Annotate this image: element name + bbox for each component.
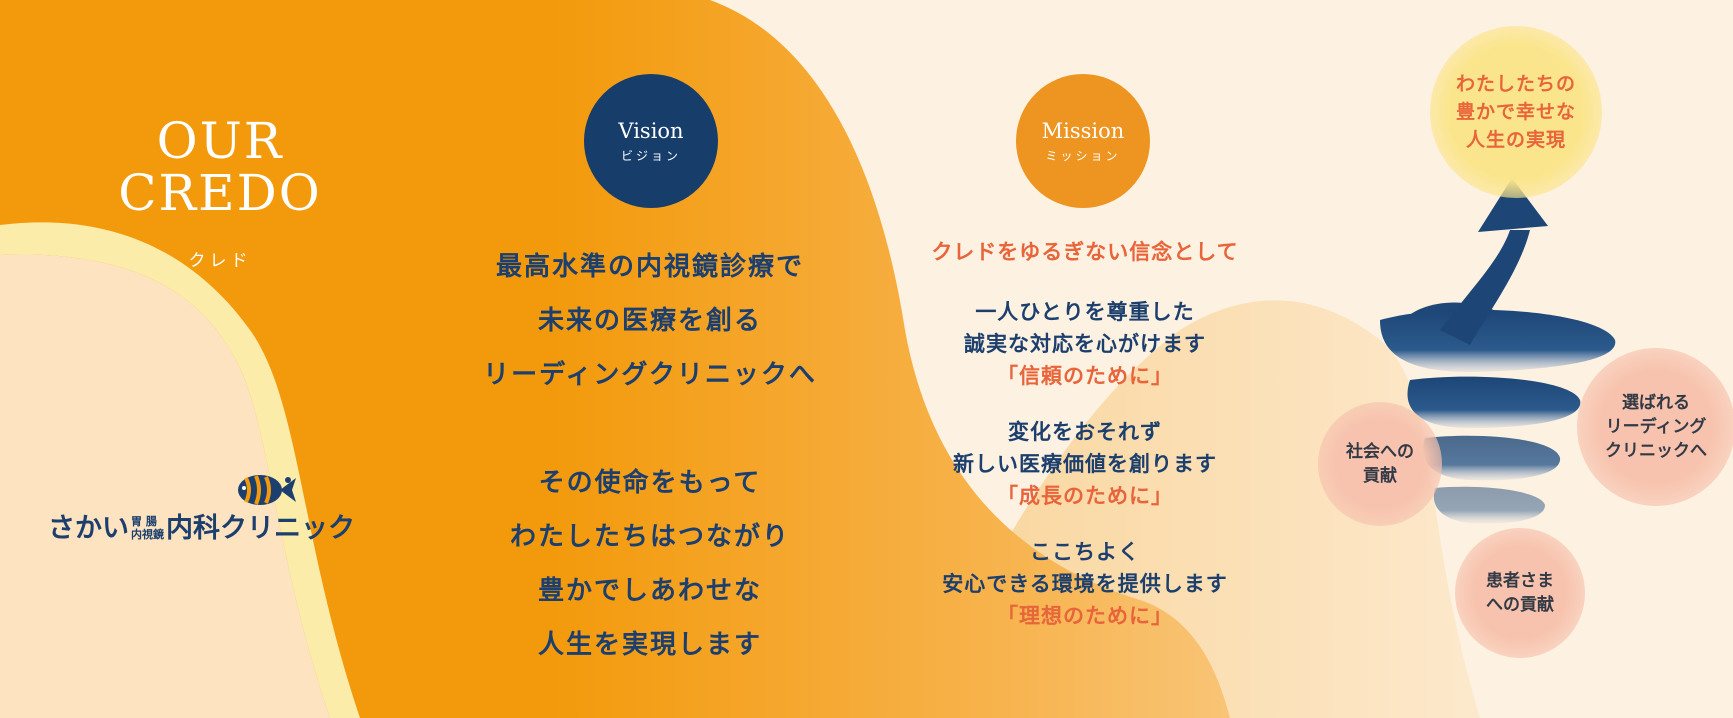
leading-line1: 選ばれる: [1622, 393, 1690, 413]
mission-item-line2: 安心できる環境を提供します: [942, 572, 1228, 596]
mission-badge: Mission ミッション: [1016, 74, 1150, 208]
vision-badge-ja: ビジョン: [620, 148, 681, 163]
spiral-up-arrow-icon: [1380, 178, 1616, 524]
vision-line: 人生を実現します: [537, 630, 762, 660]
mission-badge-ja: ミッション: [1045, 148, 1121, 163]
fish-icon: [238, 475, 296, 505]
clinic-logo: さかい 胃 腸 内視鏡 内科クリニック: [48, 470, 388, 560]
credo-title-line2: CREDO: [118, 164, 322, 222]
mission-item-tag: 「理想のために」: [997, 604, 1173, 628]
credo-subtitle: クレド: [188, 251, 252, 271]
leading-line2: リーディング: [1605, 417, 1707, 437]
clinic-name-stack: 胃 腸 内視鏡: [131, 515, 164, 541]
vision-badge: Vision ビジョン: [584, 74, 718, 208]
mission-item: ここちよく 安心できる環境を提供します 「理想のために」: [900, 536, 1270, 632]
mission-statement: クレドをゆるぎない信念として 一人ひとりを尊重した 誠実な対応を心がけます 「信…: [900, 236, 1270, 656]
mission-item-line1: ここちよく: [1030, 540, 1140, 564]
patient-line2: への貢献: [1486, 595, 1554, 615]
mission-item-line1: 一人ひとりを尊重した: [975, 300, 1195, 324]
vision-line-spacer: [440, 402, 860, 456]
goal-circle: わたしたちの 豊かで幸せな 人生の実現: [1430, 26, 1602, 198]
mission-item: 一人ひとりを尊重した 誠実な対応を心がけます 「信頼のために」: [900, 296, 1270, 392]
mission-item: 変化をおそれず 新しい医療価値を創ります 「成長のために」: [900, 416, 1270, 512]
leading-clinic-circle: 選ばれる リーディング クリニックへ: [1577, 348, 1733, 506]
mission-item-line1: 変化をおそれず: [1008, 420, 1162, 444]
vision-line: 未来の医療を創る: [537, 306, 762, 336]
mission-item-line2: 誠実な対応を心がけます: [964, 332, 1206, 356]
patient-line1: 患者さま: [1486, 571, 1554, 591]
society-contribution-circle: 社会への 貢献: [1318, 402, 1442, 526]
vision-line: わたしたちはつながり: [509, 522, 790, 552]
mission-lead: クレドをゆるぎない信念として: [931, 240, 1239, 264]
mission-badge-en: Mission: [1041, 118, 1125, 143]
clinic-name-stack-bottom: 内視鏡: [131, 528, 164, 541]
patient-contribution-circle: 患者さま への貢献: [1455, 528, 1585, 658]
goal-line3: 人生の実現: [1465, 129, 1566, 151]
clinic-name: さかい 胃 腸 内視鏡 内科クリニック: [48, 514, 355, 544]
goal-line1: わたしたちの: [1455, 73, 1576, 95]
vision-line: 最高水準の内視鏡診療で: [495, 252, 804, 282]
mission-item-tag: 「信頼のために」: [997, 364, 1173, 388]
society-line1: 社会への: [1346, 442, 1414, 462]
leading-line3: クリニックへ: [1605, 441, 1707, 461]
clinic-name-part1: さかい: [48, 513, 129, 544]
vision-line: リーディングクリニックへ: [483, 360, 817, 390]
vision-statement: 最高水準の内視鏡診療で 未来の医療を創る リーディングクリニックへ その使命をも…: [440, 240, 860, 672]
mission-item-line2: 新しい医療価値を創ります: [953, 452, 1217, 476]
credo-title: OUR CREDO: [70, 115, 370, 219]
clinic-name-stack-top: 胃 腸: [131, 515, 157, 528]
credo-title-line1: OUR: [156, 112, 284, 170]
vision-line: 豊かでしあわせな: [537, 576, 762, 606]
vision-badge-en: Vision: [618, 118, 684, 143]
clinic-name-part2: 内科クリニック: [166, 513, 355, 544]
goal-line2: 豊かで幸せな: [1455, 101, 1576, 123]
society-line2: 貢献: [1363, 466, 1397, 486]
mission-item-tag: 「成長のために」: [997, 484, 1173, 508]
vision-line: その使命をもって: [538, 468, 762, 498]
